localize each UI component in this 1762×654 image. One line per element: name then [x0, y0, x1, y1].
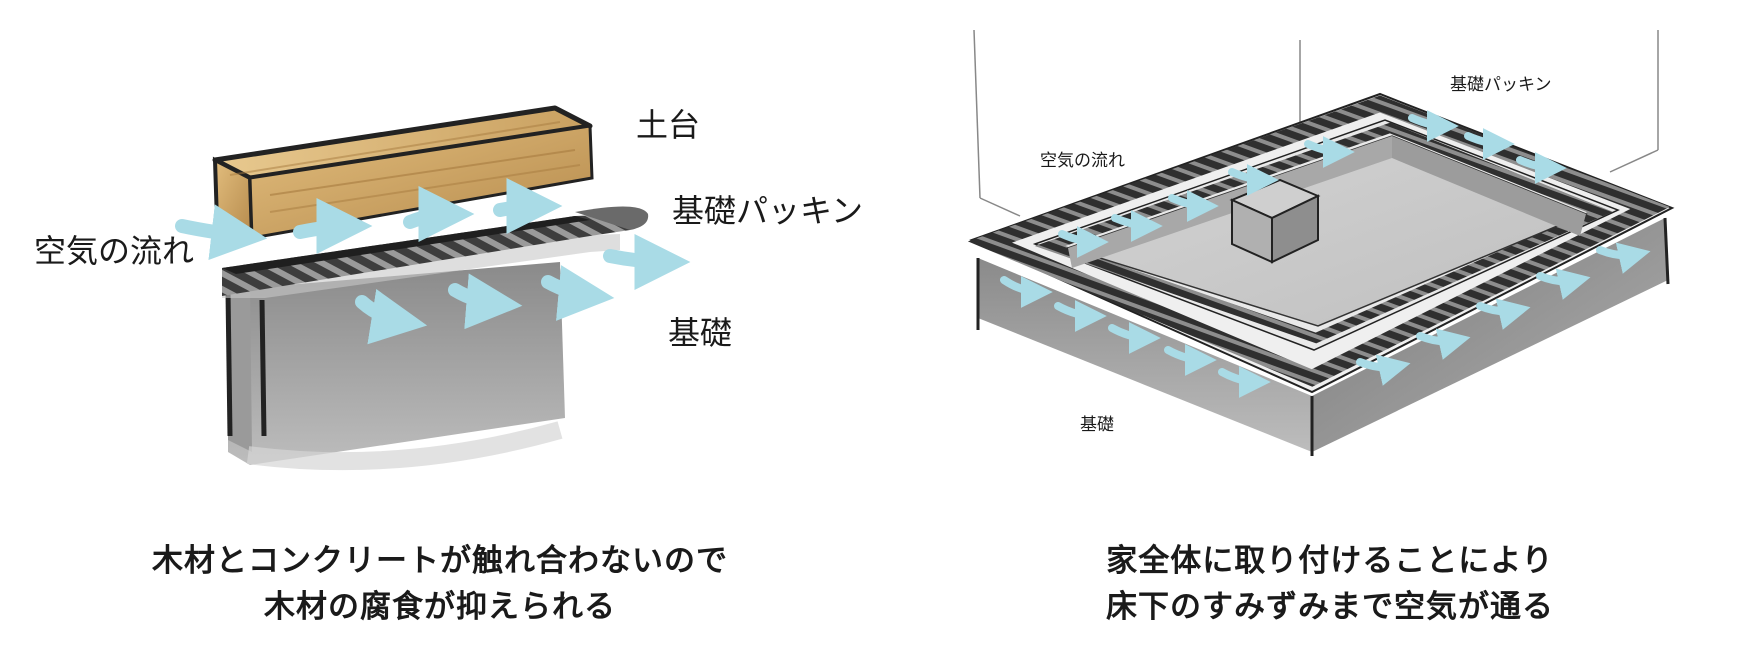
- left-air-arrows: [175, 178, 691, 345]
- air-arrow: [1168, 189, 1219, 222]
- air-arrow: [493, 178, 563, 235]
- right-air-arrows: [1000, 109, 1651, 398]
- air-arrow: [541, 265, 615, 321]
- left-diagram: 土台 基礎パッキン 空気の流れ 基礎: [34, 105, 863, 471]
- left-wood-sill: [212, 105, 594, 242]
- air-arrow: [1476, 298, 1531, 330]
- label-kiso-packing: 基礎パッキン: [672, 192, 863, 230]
- left-packing: [222, 206, 649, 298]
- air-arrow: [1596, 242, 1651, 274]
- label-dodai: 土台: [636, 106, 700, 144]
- air-arrow: [448, 273, 523, 330]
- air-arrow: [1536, 268, 1591, 300]
- air-arrow: [403, 186, 475, 243]
- air-arrow: [293, 198, 373, 255]
- air-arrow: [355, 289, 428, 345]
- air-arrow: [1304, 135, 1355, 168]
- right-caption-line1: 家全体に取り付けることにより: [1106, 543, 1554, 579]
- air-arrow: [1111, 209, 1163, 242]
- left-caption-line2: 木材の腐食が抑えられる: [264, 589, 616, 625]
- right-caption: 家全体に取り付けることにより 床下のすみずみまで空気が通る: [1000, 538, 1660, 630]
- air-arrow: [1164, 343, 1217, 376]
- air-arrow: [1218, 365, 1271, 398]
- right-diagram: 基礎パッキン 空気の流れ 基礎: [967, 29, 1675, 456]
- air-arrow: [1054, 299, 1107, 332]
- air-arrow: [603, 233, 691, 290]
- air-arrow: [1464, 127, 1515, 160]
- air-arrow: [1228, 163, 1279, 196]
- air-arrow: [1416, 328, 1471, 360]
- right-caption-line2: 床下のすみずみまで空気が通る: [1106, 589, 1554, 625]
- air-arrow: [1058, 225, 1109, 258]
- label-air-flow-right: 空気の流れ: [1040, 151, 1125, 171]
- frame-lines: [973, 29, 1659, 217]
- air-arrow: [1516, 151, 1567, 184]
- right-center-block: [1229, 178, 1321, 264]
- air-arrow: [175, 204, 268, 261]
- label-air-flow: 空気の流れ: [34, 232, 194, 270]
- left-caption-line1: 木材とコンクリートが触れ合わないので: [152, 543, 728, 579]
- label-kiso-right: 基礎: [1080, 415, 1114, 435]
- air-arrow: [1356, 354, 1411, 386]
- label-kiso: 基礎: [668, 314, 732, 352]
- air-arrow: [1000, 275, 1053, 308]
- air-arrow: [1108, 321, 1161, 354]
- air-arrow: [1408, 109, 1459, 142]
- label-kiso-packing-right: 基礎パッキン: [1450, 75, 1552, 95]
- left-caption: 木材とコンクリートが触れ合わないので 木材の腐食が抑えられる: [90, 538, 790, 630]
